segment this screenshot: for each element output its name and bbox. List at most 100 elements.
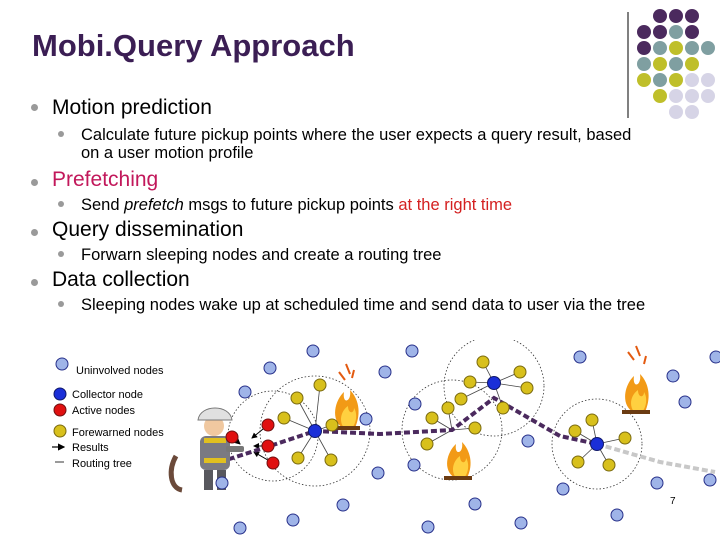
forewarned-node <box>585 413 599 427</box>
decorative-dot <box>669 25 683 39</box>
decorative-dot <box>669 9 683 23</box>
bullet-data-collection: Data collection <box>52 268 190 291</box>
future-path <box>596 442 716 474</box>
decorative-dot <box>653 57 667 71</box>
sub-text-msgs: msgs to future pickup points <box>183 196 399 214</box>
forewarned-node <box>420 437 434 451</box>
decorative-dot <box>637 73 651 87</box>
active-node <box>261 439 275 453</box>
decorative-dot <box>701 41 715 55</box>
forewarned-node <box>325 418 339 432</box>
coverage-circle <box>443 340 545 437</box>
sub-bullet-prefetching: Send prefetch msgs to future pickup poin… <box>81 196 512 214</box>
legend-forewarned: Forewarned nodes <box>72 427 164 439</box>
uninvolved-node <box>405 344 419 358</box>
decorative-dot <box>701 73 715 87</box>
active-node <box>261 418 275 432</box>
uninvolved-node <box>371 466 385 480</box>
decorative-dot <box>653 73 667 87</box>
uninvolved-node <box>263 361 277 375</box>
decorative-dot <box>653 41 667 55</box>
legend-uninvolved-swatch <box>55 357 69 371</box>
decorative-dot <box>685 89 699 103</box>
bullet-query-dissemination: Query dissemination <box>52 218 244 241</box>
legend-uninvolved: Uninvolved nodes <box>76 365 164 377</box>
decorative-dot <box>685 25 699 39</box>
forewarned-node <box>291 451 305 465</box>
decorative-dot <box>685 105 699 119</box>
prefetch-path <box>219 395 598 464</box>
sub-text-prefetch: prefetch <box>124 196 184 214</box>
uninvolved-node <box>703 473 717 487</box>
bullet-dot <box>31 279 38 286</box>
network-diagram: Uninvolved nodes Collector node Active n… <box>52 340 720 535</box>
uninvolved-node <box>215 476 229 490</box>
uninvolved-node <box>556 482 570 496</box>
bullet-dot <box>31 104 38 111</box>
legend-routing: Routing tree <box>72 458 132 470</box>
decorative-dot <box>669 89 683 103</box>
legend: Uninvolved nodes Collector node Active n… <box>52 357 164 470</box>
legend-collector-swatch <box>53 387 67 401</box>
firefighter-user-icon <box>168 407 244 493</box>
uninvolved-node <box>610 508 624 522</box>
uninvolved-node <box>468 497 482 511</box>
forewarned-node <box>602 458 616 472</box>
decorative-dot <box>653 25 667 39</box>
uninvolved-node <box>666 369 680 383</box>
uninvolved-node <box>378 365 392 379</box>
collector-node <box>590 437 604 451</box>
bullet-dot <box>31 229 38 236</box>
forewarned-node <box>290 391 304 405</box>
decorative-dot <box>669 73 683 87</box>
decorative-dot <box>653 89 667 103</box>
decorative-dot <box>637 41 651 55</box>
sub-bullet-data-collection: Sleeping nodes wake up at scheduled time… <box>81 296 646 314</box>
fire-icon <box>332 363 360 430</box>
legend-active-swatch <box>53 403 67 417</box>
forewarned-node <box>568 424 582 438</box>
legend-active: Active nodes <box>72 405 135 417</box>
page-number: 7 <box>670 496 676 507</box>
forewarned-node <box>468 421 482 435</box>
fire-icon <box>444 442 472 480</box>
legend-collector: Collector node <box>72 389 143 401</box>
uninvolved-node <box>678 395 692 409</box>
bullet-motion-prediction: Motion prediction <box>52 96 212 119</box>
uninvolved-node <box>421 520 435 534</box>
sub-bullet-motion-prediction: Calculate future pickup points where the… <box>81 126 632 162</box>
uninvolved-node <box>233 521 247 535</box>
uninvolved-node <box>238 385 252 399</box>
bullet-prefetching: Prefetching <box>52 168 159 191</box>
uninvolved-node <box>514 516 528 530</box>
decorative-dot <box>685 41 699 55</box>
uninvolved-node <box>650 476 664 490</box>
slide-title: Mobi.Query Approach <box>32 28 355 63</box>
forewarned-node <box>520 381 534 395</box>
uninvolved-node <box>408 397 422 411</box>
decorative-dot <box>637 25 651 39</box>
fire-icon <box>622 345 650 414</box>
forewarned-node <box>618 431 632 445</box>
bullet-dot <box>31 179 38 186</box>
legend-forewarned-swatch <box>53 424 67 438</box>
sub-text-right-time: at the right time <box>398 196 513 214</box>
decorative-dot <box>685 57 699 71</box>
uninvolved-node <box>521 434 535 448</box>
forewarned-node <box>571 455 585 469</box>
uninvolved-node <box>306 344 320 358</box>
decorative-dot <box>669 41 683 55</box>
forewarned-node <box>441 401 455 415</box>
forewarned-node <box>463 375 477 389</box>
forewarned-node <box>513 365 527 379</box>
forewarned-node <box>324 453 338 467</box>
uninvolved-node <box>573 350 587 364</box>
active-node <box>266 456 280 470</box>
sub-bullet-dot <box>58 301 64 307</box>
decorative-dot <box>701 89 715 103</box>
forewarned-node <box>313 378 327 392</box>
active-node <box>225 430 239 444</box>
sub-bullet-dot <box>58 201 64 207</box>
sub-text-send: Send <box>81 196 125 214</box>
collector-node <box>308 424 322 438</box>
